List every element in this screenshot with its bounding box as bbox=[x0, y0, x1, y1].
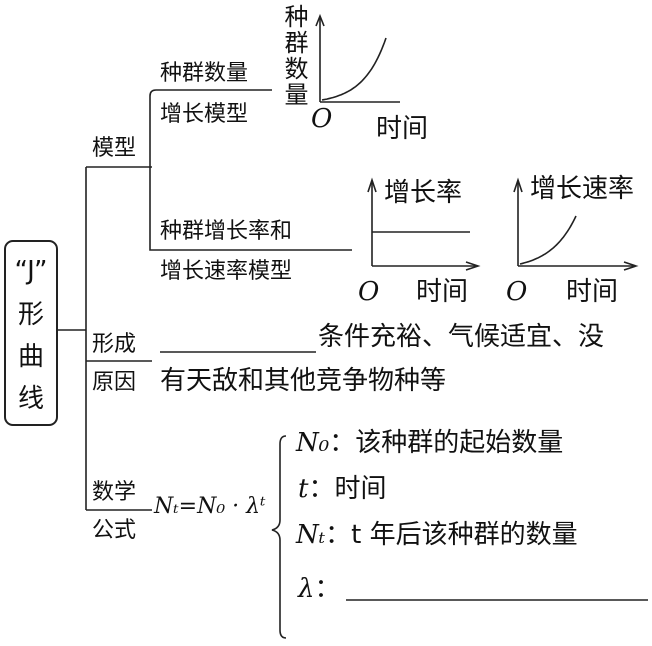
formula-item: N₀：该种群的起始数量 bbox=[296, 430, 563, 456]
formula-item-text: ：t 年后该种群的数量 bbox=[325, 520, 578, 550]
formula-item-symbol: t bbox=[298, 474, 309, 504]
graph2-y-label: 增长率 bbox=[384, 178, 463, 208]
formula-item: t：时间 bbox=[298, 476, 386, 502]
graph2-origin: O bbox=[358, 277, 380, 307]
cause-text-line2: 有天敌和其他竞争物种等 bbox=[160, 366, 447, 396]
graph-growth-rate bbox=[367, 177, 481, 271]
graph3-x-label: 时间 bbox=[566, 277, 619, 307]
root-char: 曲 bbox=[17, 342, 44, 372]
graph3-origin: O bbox=[506, 277, 528, 307]
sub2-label-line2: 增长速率模型 bbox=[160, 259, 293, 284]
cause-label-line1: 形成 bbox=[92, 332, 137, 357]
cause-label-line2: 原因 bbox=[92, 370, 137, 395]
graph1-y-label: 种群数量 bbox=[280, 4, 308, 108]
formula-item-symbol: N₀ bbox=[296, 428, 330, 458]
root-char: “J” bbox=[14, 256, 48, 286]
root-char: 形 bbox=[17, 300, 44, 330]
formula-item: λ： bbox=[298, 576, 341, 602]
formula-item-symbol: Nₜ bbox=[296, 520, 326, 550]
graph1-x-label: 时间 bbox=[376, 114, 429, 144]
formula-item-text: ：时间 bbox=[308, 474, 387, 504]
formula-item: Nₜ：t 年后该种群的数量 bbox=[296, 522, 578, 548]
graph-population bbox=[315, 13, 400, 103]
formula-label-line2: 公式 bbox=[92, 518, 137, 543]
sub2-label-line1: 种群增长率和 bbox=[160, 219, 293, 244]
formula-equation: Nₜ=N₀ · λᵗ bbox=[154, 494, 266, 519]
graph2-x-label: 时间 bbox=[416, 277, 469, 307]
formula-item-symbol: λ bbox=[298, 574, 315, 604]
sub1-label-line1: 种群数量 bbox=[160, 61, 249, 86]
formula-label-line1: 数学 bbox=[92, 480, 137, 505]
formula-item-text: ： bbox=[314, 574, 341, 604]
graph-growth-speed bbox=[513, 177, 639, 271]
graph1-origin: O bbox=[311, 104, 333, 134]
graph3-y-label: 增长速率 bbox=[530, 174, 635, 204]
sub1-label-line2: 增长模型 bbox=[160, 102, 249, 127]
root-box: “J” 形 曲 线 bbox=[4, 240, 58, 426]
branch-model-label: 模型 bbox=[92, 136, 137, 161]
formula-item-text: ：该种群的起始数量 bbox=[329, 428, 564, 458]
cause-text-line1: 条件充裕、气候适宜、没 bbox=[318, 322, 605, 352]
root-char: 线 bbox=[17, 384, 44, 414]
